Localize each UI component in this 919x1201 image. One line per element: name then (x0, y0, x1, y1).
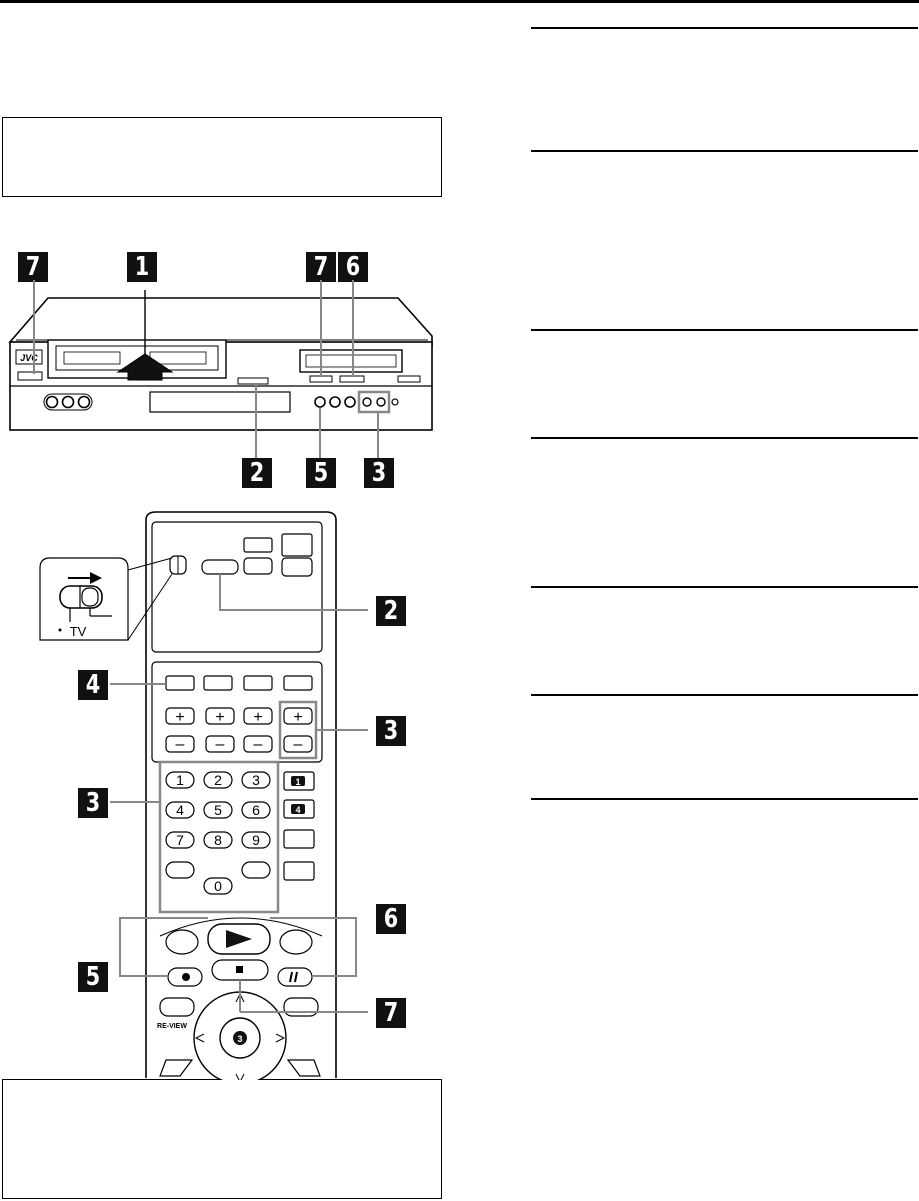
ok-key-label: 3 (237, 1034, 242, 1044)
remote-callout-6: 6 (376, 904, 406, 934)
number-key-0: 0 (214, 878, 222, 894)
minus-key-3: – (254, 736, 263, 753)
minus-key-2: – (216, 736, 225, 753)
remote-callout-2: 2 (376, 596, 406, 626)
vcr-callout-6: 6 (338, 252, 368, 282)
number-key-1: 1 (176, 772, 184, 788)
side-key-4-label: 4 (295, 805, 300, 815)
remote-illustration: TV + + + + – – – – 1 2 3 4 5 6 (39, 511, 368, 1080)
side-key-1-label: 1 (295, 777, 300, 787)
number-key-5: 5 (214, 802, 222, 818)
section-rule-3 (531, 329, 918, 331)
section-rule-2 (531, 150, 918, 152)
remote-callout-4: 4 (78, 670, 108, 700)
number-key-4: 4 (176, 802, 184, 818)
number-key-6: 6 (252, 802, 260, 818)
number-key-3: 3 (252, 772, 260, 788)
plus-key-1: + (175, 709, 184, 726)
number-key-7: 7 (176, 832, 184, 848)
section-rule-6 (531, 694, 918, 696)
vcr-brand-label: JVC (20, 353, 38, 363)
remote-callout-3-right: 3 (376, 716, 406, 746)
remote-callout-5: 5 (78, 962, 108, 992)
number-key-2: 2 (214, 772, 222, 788)
section-rule-7 (531, 798, 918, 800)
section-rule-4 (531, 437, 918, 439)
minus-key-4: – (294, 736, 303, 753)
review-label: RE-VIEW (157, 1023, 187, 1030)
vcr-callout-5: 5 (306, 458, 336, 488)
plus-key-3: + (253, 709, 262, 726)
vcr-illustration: JVC (8, 280, 433, 458)
remote-switch-label: TV (70, 624, 87, 639)
note-box-top (2, 117, 442, 197)
plus-key-4: + (293, 709, 302, 726)
number-key-9: 9 (252, 832, 260, 848)
vcr-callout-7-right: 7 (306, 252, 336, 282)
section-rule-1 (531, 27, 918, 29)
minus-key-1: – (176, 736, 185, 753)
note-box-bottom (2, 1079, 442, 1199)
vcr-callout-7-left: 7 (18, 252, 48, 282)
vcr-callout-2: 2 (242, 458, 272, 488)
vcr-callout-3: 3 (364, 458, 394, 488)
plus-key-2: + (215, 709, 224, 726)
top-rule (0, 0, 919, 3)
number-key-8: 8 (214, 832, 222, 848)
vcr-callout-1: 1 (127, 252, 157, 282)
section-rule-5 (531, 586, 918, 588)
remote-callout-3-left: 3 (78, 788, 108, 818)
remote-callout-7: 7 (376, 998, 406, 1028)
